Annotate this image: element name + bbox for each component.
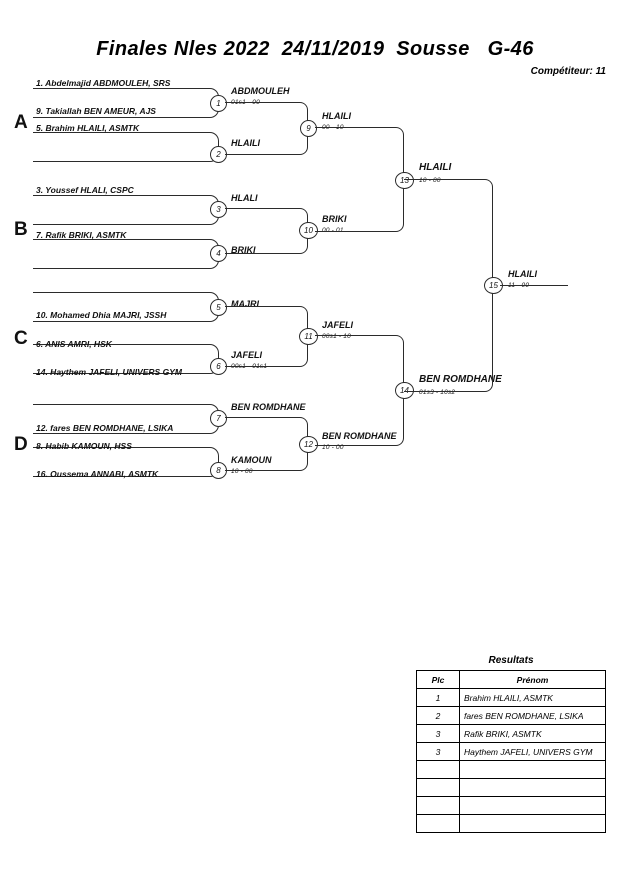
entrant-seed-9: 9. Takiallah BEN AMEUR, AJS — [36, 106, 156, 116]
table-row — [416, 814, 606, 833]
result-nom: Haythem JAFELI, UNIVERS GYM — [459, 742, 606, 761]
group-label-d: D — [14, 434, 28, 455]
match-winner-8: KAMOUN — [231, 455, 272, 465]
table-row: 3 Haythem JAFELI, UNIVERS GYM — [416, 742, 606, 761]
page-title: Finales Nles 2022 24/11/2019 Sousse G-46 — [96, 38, 534, 60]
match-winner-1: ABDMOULEH — [231, 86, 290, 96]
match-node-9[interactable]: 9 — [300, 120, 317, 137]
entrant-seed-12: 12. fares BEN ROMDHANE, LSIKA — [36, 423, 174, 433]
match-winner-5: MAJRI — [231, 299, 260, 309]
result-plc — [416, 778, 460, 797]
entrant-seed-5: 5. Brahim HLAILI, ASMTK — [36, 123, 140, 133]
match-node-11[interactable]: 11 — [299, 328, 318, 345]
entrant-seed-8: 8. Habib KAMOUN, HSS — [36, 441, 132, 451]
results-table: Plc Prénom 1 Brahim HLAILI, ASMTK 2 fare… — [416, 670, 606, 833]
group-label-c: C — [14, 328, 28, 349]
result-plc: 2 — [416, 706, 460, 725]
match-winner-15: HLAILI — [508, 269, 537, 279]
results-col-plc: Plc — [416, 670, 460, 689]
entrant-seed-14: 14. Haythem JAFELI, UNIVERS GYM — [36, 367, 182, 377]
connector-match-14 — [315, 335, 404, 446]
connector-match-13 — [315, 127, 404, 232]
champion-line — [500, 285, 568, 286]
match-score-10: 00 - 01 — [322, 227, 344, 234]
match-score-14: 01s3 - 10s2 — [419, 389, 456, 396]
match-score-8: 10 - 00 — [231, 468, 253, 475]
competitor-count: Compétiteur: 11 — [530, 66, 606, 77]
match-winner-14: BEN ROMDHANE — [419, 374, 502, 385]
match-winner-9: HLAILI — [322, 111, 351, 121]
connector-match-11 — [225, 306, 308, 367]
slot-match-4 — [33, 239, 219, 269]
match-winner-2: HLAILI — [231, 138, 260, 148]
match-node-3[interactable]: 3 — [210, 201, 227, 218]
results-header-row: Plc Prénom — [416, 670, 606, 689]
entrant-seed-10: 10. Mohamed Dhia MAJRI, JSSH — [36, 310, 167, 320]
table-row — [416, 796, 606, 815]
entrant-seed-7: 7. Rafik BRIKI, ASMTK — [36, 230, 127, 240]
result-nom: fares BEN ROMDHANE, LSIKA — [459, 706, 606, 725]
table-row: 1 Brahim HLAILI, ASMTK — [416, 688, 606, 707]
result-nom: Rafik BRIKI, ASMTK — [459, 724, 606, 743]
table-row — [416, 760, 606, 779]
results-title: Resultats — [488, 655, 534, 666]
match-score-12: 10 - 00 — [322, 444, 344, 451]
connector-match-15 — [404, 179, 493, 392]
result-nom — [459, 778, 606, 797]
table-row — [416, 778, 606, 797]
entrant-seed-16: 16. Oussema ANNABI, ASMTK — [36, 469, 159, 479]
result-nom — [459, 760, 606, 779]
result-plc: 1 — [416, 688, 460, 707]
match-score-11: 00s1 - 10 — [322, 333, 351, 340]
slot-match-2 — [33, 132, 219, 162]
entrant-seed-6: 6. ANIS AMRI, HSK — [36, 339, 112, 349]
table-row: 2 fares BEN ROMDHANE, LSIKA — [416, 706, 606, 725]
connector-match-12 — [225, 417, 308, 471]
match-winner-7: BEN ROMDHANE — [231, 402, 306, 412]
slot-match-3 — [33, 195, 219, 225]
match-winner-3: HLALI — [231, 193, 258, 203]
entrant-seed-3: 3. Youssef HLALI, CSPC — [36, 185, 134, 195]
result-plc: 3 — [416, 742, 460, 761]
match-winner-6: JAFELI — [231, 350, 263, 360]
result-nom: Brahim HLAILI, ASMTK — [459, 688, 606, 707]
results-panel: Resultats Plc Prénom 1 Brahim HLAILI, AS… — [416, 655, 606, 833]
match-winner-10: BRIKI — [322, 214, 347, 224]
result-nom — [459, 814, 606, 833]
match-node-5[interactable]: 5 — [210, 299, 227, 316]
table-row: 3 Rafik BRIKI, ASMTK — [416, 724, 606, 743]
result-plc — [416, 760, 460, 779]
match-winner-12: BEN ROMDHANE — [322, 431, 397, 441]
match-winner-13: HLAILI — [419, 162, 452, 173]
connector-match-9 — [225, 102, 308, 155]
connector-match-10 — [225, 208, 308, 254]
match-node-12[interactable]: 12 — [299, 436, 318, 453]
result-plc — [416, 814, 460, 833]
result-plc — [416, 796, 460, 815]
result-plc: 3 — [416, 724, 460, 743]
group-label-b: B — [14, 219, 28, 240]
result-nom — [459, 796, 606, 815]
group-label-a: A — [14, 112, 28, 133]
match-winner-4: BRIKI — [231, 245, 256, 255]
match-score-13: 10 - 00 — [419, 177, 441, 184]
results-col-nom: Prénom — [459, 670, 606, 689]
match-winner-11: JAFELI — [322, 320, 354, 330]
entrant-seed-1: 1. Abdelmajid ABDMOULEH, SRS — [36, 78, 171, 88]
